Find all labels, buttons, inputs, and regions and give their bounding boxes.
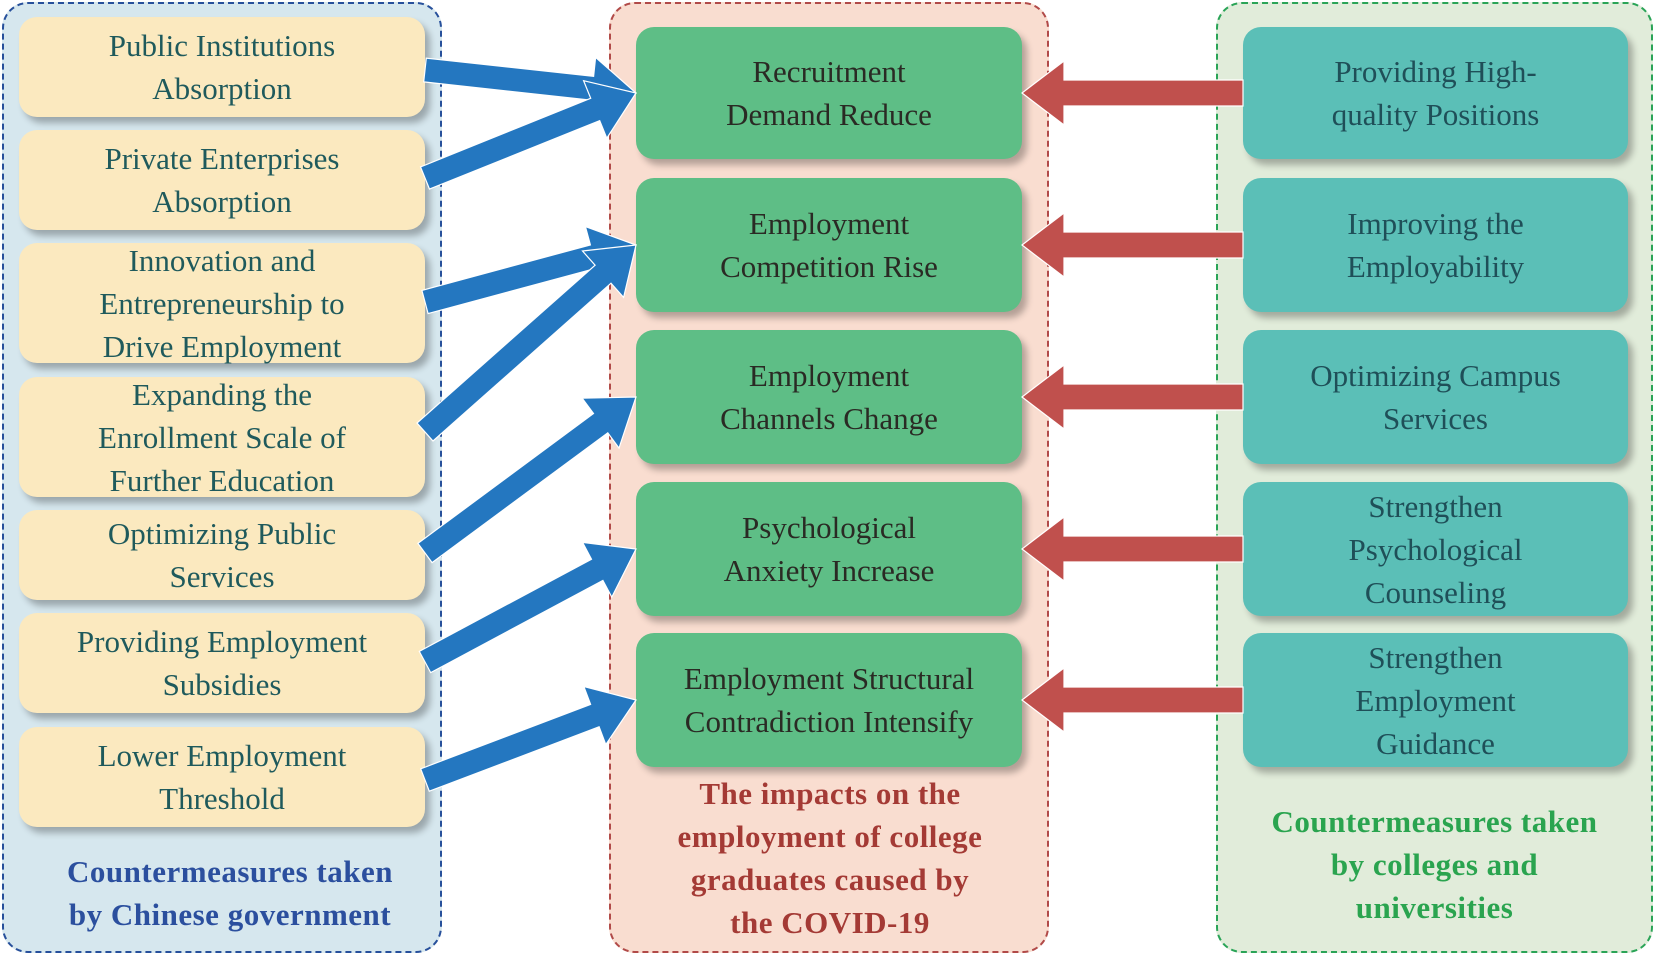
college-measure-employment-guidance: Strengthen Employment Guidance — [1243, 633, 1628, 767]
arrow-college-2 — [1021, 211, 1244, 279]
impact-recruitment-demand-reduce: Recruitment Demand Reduce — [636, 27, 1022, 159]
arrow-college-4 — [1021, 515, 1244, 583]
gov-measure-public-institutions: Public Institutions Absorption — [19, 17, 425, 117]
arrow-gov-7 — [419, 685, 637, 792]
arrow-gov-3 — [421, 225, 638, 315]
government-to-impact-arrows — [416, 56, 638, 792]
arrow-college-5 — [1021, 666, 1244, 734]
arrow-gov-6 — [418, 541, 637, 674]
impact-psychological-anxiety-increase: Psychological Anxiety Increase — [636, 482, 1022, 616]
college-countermeasures-panel — [1216, 2, 1653, 953]
gov-measure-employment-subsidies: Providing Employment Subsidies — [19, 613, 425, 713]
impact-structural-contradiction-intensify: Employment Structural Contradiction Inte… — [636, 633, 1022, 767]
college-to-impact-arrows — [1021, 59, 1244, 734]
arrow-college-3 — [1021, 363, 1244, 431]
government-panel-title: Countermeasures taken by Chinese governm… — [67, 854, 393, 932]
gov-measure-innovation-entrepreneurship: Innovation and Entrepreneurship to Drive… — [19, 243, 425, 364]
arrow-gov-5 — [417, 396, 637, 564]
impact-employment-channels-change: Employment Channels Change — [636, 330, 1022, 464]
gov-measure-expanding-enrollment: Expanding the Enrollment Scale of Furthe… — [19, 377, 425, 498]
gov-measure-lower-threshold: Lower Employment Threshold — [19, 727, 425, 827]
college-measure-improving-employability: Improving the Employability — [1243, 178, 1628, 312]
impacts-panel-title: The impacts on the employment of college… — [677, 776, 983, 940]
gov-measure-optimizing-public-services: Optimizing Public Services — [19, 510, 425, 600]
college-measure-high-quality-positions: Providing High- quality Positions — [1243, 27, 1628, 159]
impact-employment-competition-rise: Employment Competition Rise — [636, 178, 1022, 312]
college-measure-psychological-counseling: Strengthen Psychological Counseling — [1243, 482, 1628, 616]
arrow-gov-2 — [419, 79, 637, 190]
arrow-gov-1 — [423, 56, 638, 121]
college-panel-title: Countermeasures taken by colleges and un… — [1271, 804, 1598, 925]
covid-impacts-panel — [609, 2, 1049, 953]
arrow-gov-4 — [416, 244, 637, 442]
arrow-college-1 — [1021, 59, 1244, 127]
college-measure-campus-services: Optimizing Campus Services — [1243, 330, 1628, 464]
gov-measure-private-enterprises: Private Enterprises Absorption — [19, 130, 425, 230]
